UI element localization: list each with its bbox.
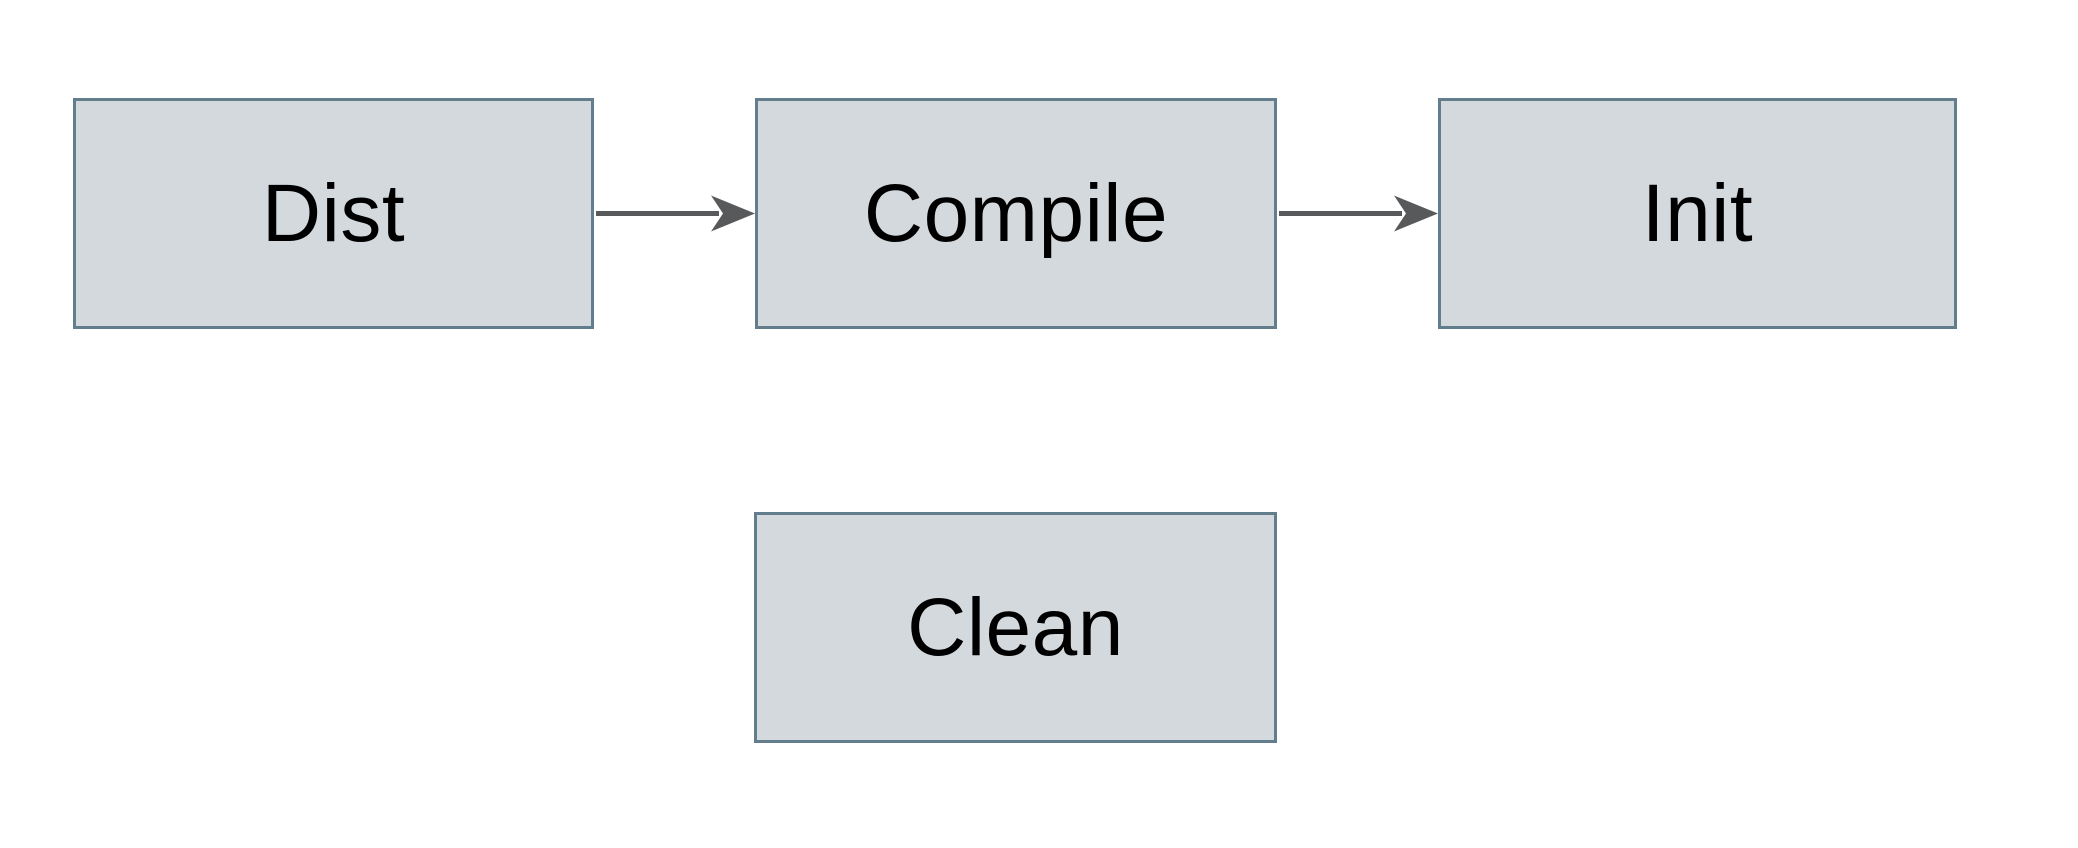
- arrow-dist-to-compile[interactable]: [596, 195, 755, 232]
- arrow-compile-to-init-head-icon: [1394, 195, 1438, 232]
- node-compile[interactable]: Compile: [755, 98, 1277, 329]
- arrow-dist-to-compile-head-icon: [711, 195, 755, 232]
- node-clean[interactable]: Clean: [754, 512, 1277, 743]
- node-dist[interactable]: Dist: [73, 98, 594, 329]
- arrow-compile-to-init[interactable]: [1279, 195, 1438, 232]
- node-init[interactable]: Init: [1438, 98, 1957, 329]
- node-clean-label: Clean: [907, 581, 1124, 673]
- node-dist-label: Dist: [261, 167, 406, 259]
- node-init-label: Init: [1641, 167, 1754, 259]
- node-compile-label: Compile: [863, 167, 1169, 259]
